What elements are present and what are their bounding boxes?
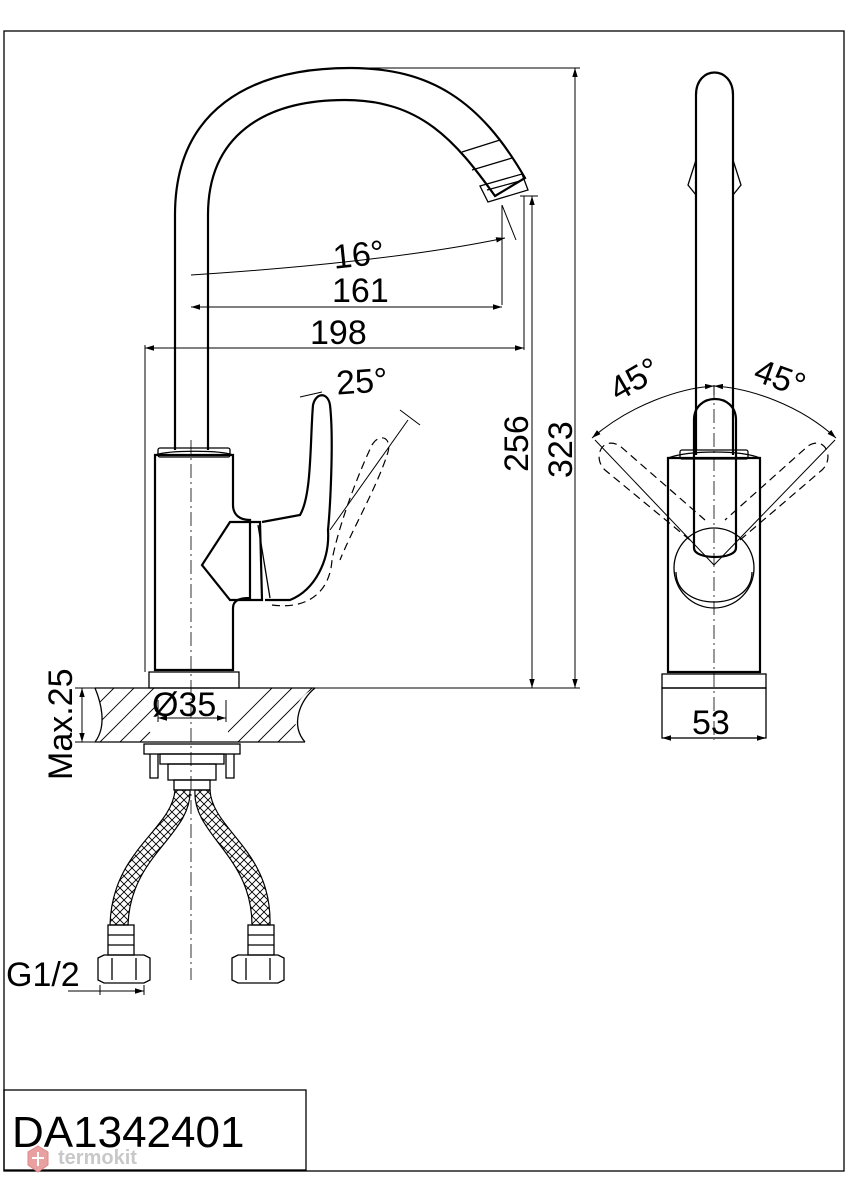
spout-outline bbox=[173, 66, 527, 450]
dim-198: 198 bbox=[310, 314, 367, 352]
dim-53: 53 bbox=[692, 704, 730, 742]
lever-tilted-dashed bbox=[271, 437, 390, 607]
faucet-body bbox=[153, 453, 252, 672]
dim-25-degrees: 25° bbox=[335, 361, 389, 402]
dim-g12: G1/2 bbox=[6, 956, 80, 994]
side-view bbox=[594, 71, 836, 740]
aerator-nozzle bbox=[479, 173, 529, 203]
nut-right bbox=[231, 954, 285, 984]
hose-right bbox=[194, 789, 271, 926]
mounting-hardware bbox=[143, 743, 241, 791]
title-block: DA1342401 bbox=[3, 1089, 307, 1171]
lever-left-dashed bbox=[598, 442, 706, 541]
dimension-lines bbox=[68, 67, 837, 995]
dim-max-25: Max.25 bbox=[42, 669, 80, 781]
dim-45-left: 45° bbox=[603, 350, 667, 409]
dim-diameter-35: Ø35 bbox=[152, 686, 216, 724]
side-lever bbox=[692, 397, 738, 558]
brand-text: termokit bbox=[58, 1147, 137, 1169]
front-view bbox=[148, 66, 529, 980]
dim-256: 256 bbox=[498, 415, 536, 472]
side-spout bbox=[694, 71, 735, 455]
cartridge-cap bbox=[200, 520, 264, 602]
dim-323: 323 bbox=[542, 421, 580, 478]
lever-solid bbox=[261, 394, 333, 602]
dim-16-degrees: 16° bbox=[331, 234, 386, 277]
nut-left bbox=[97, 954, 151, 984]
hose-left bbox=[109, 789, 191, 926]
dim-45-right: 45° bbox=[749, 352, 810, 405]
model-code: DA1342401 bbox=[12, 1108, 244, 1157]
watermark: termokit bbox=[27, 1145, 137, 1173]
braided-hoses bbox=[97, 789, 285, 984]
dim-161: 161 bbox=[332, 272, 389, 310]
side-body bbox=[666, 456, 762, 674]
drawing-frame bbox=[3, 30, 845, 1172]
